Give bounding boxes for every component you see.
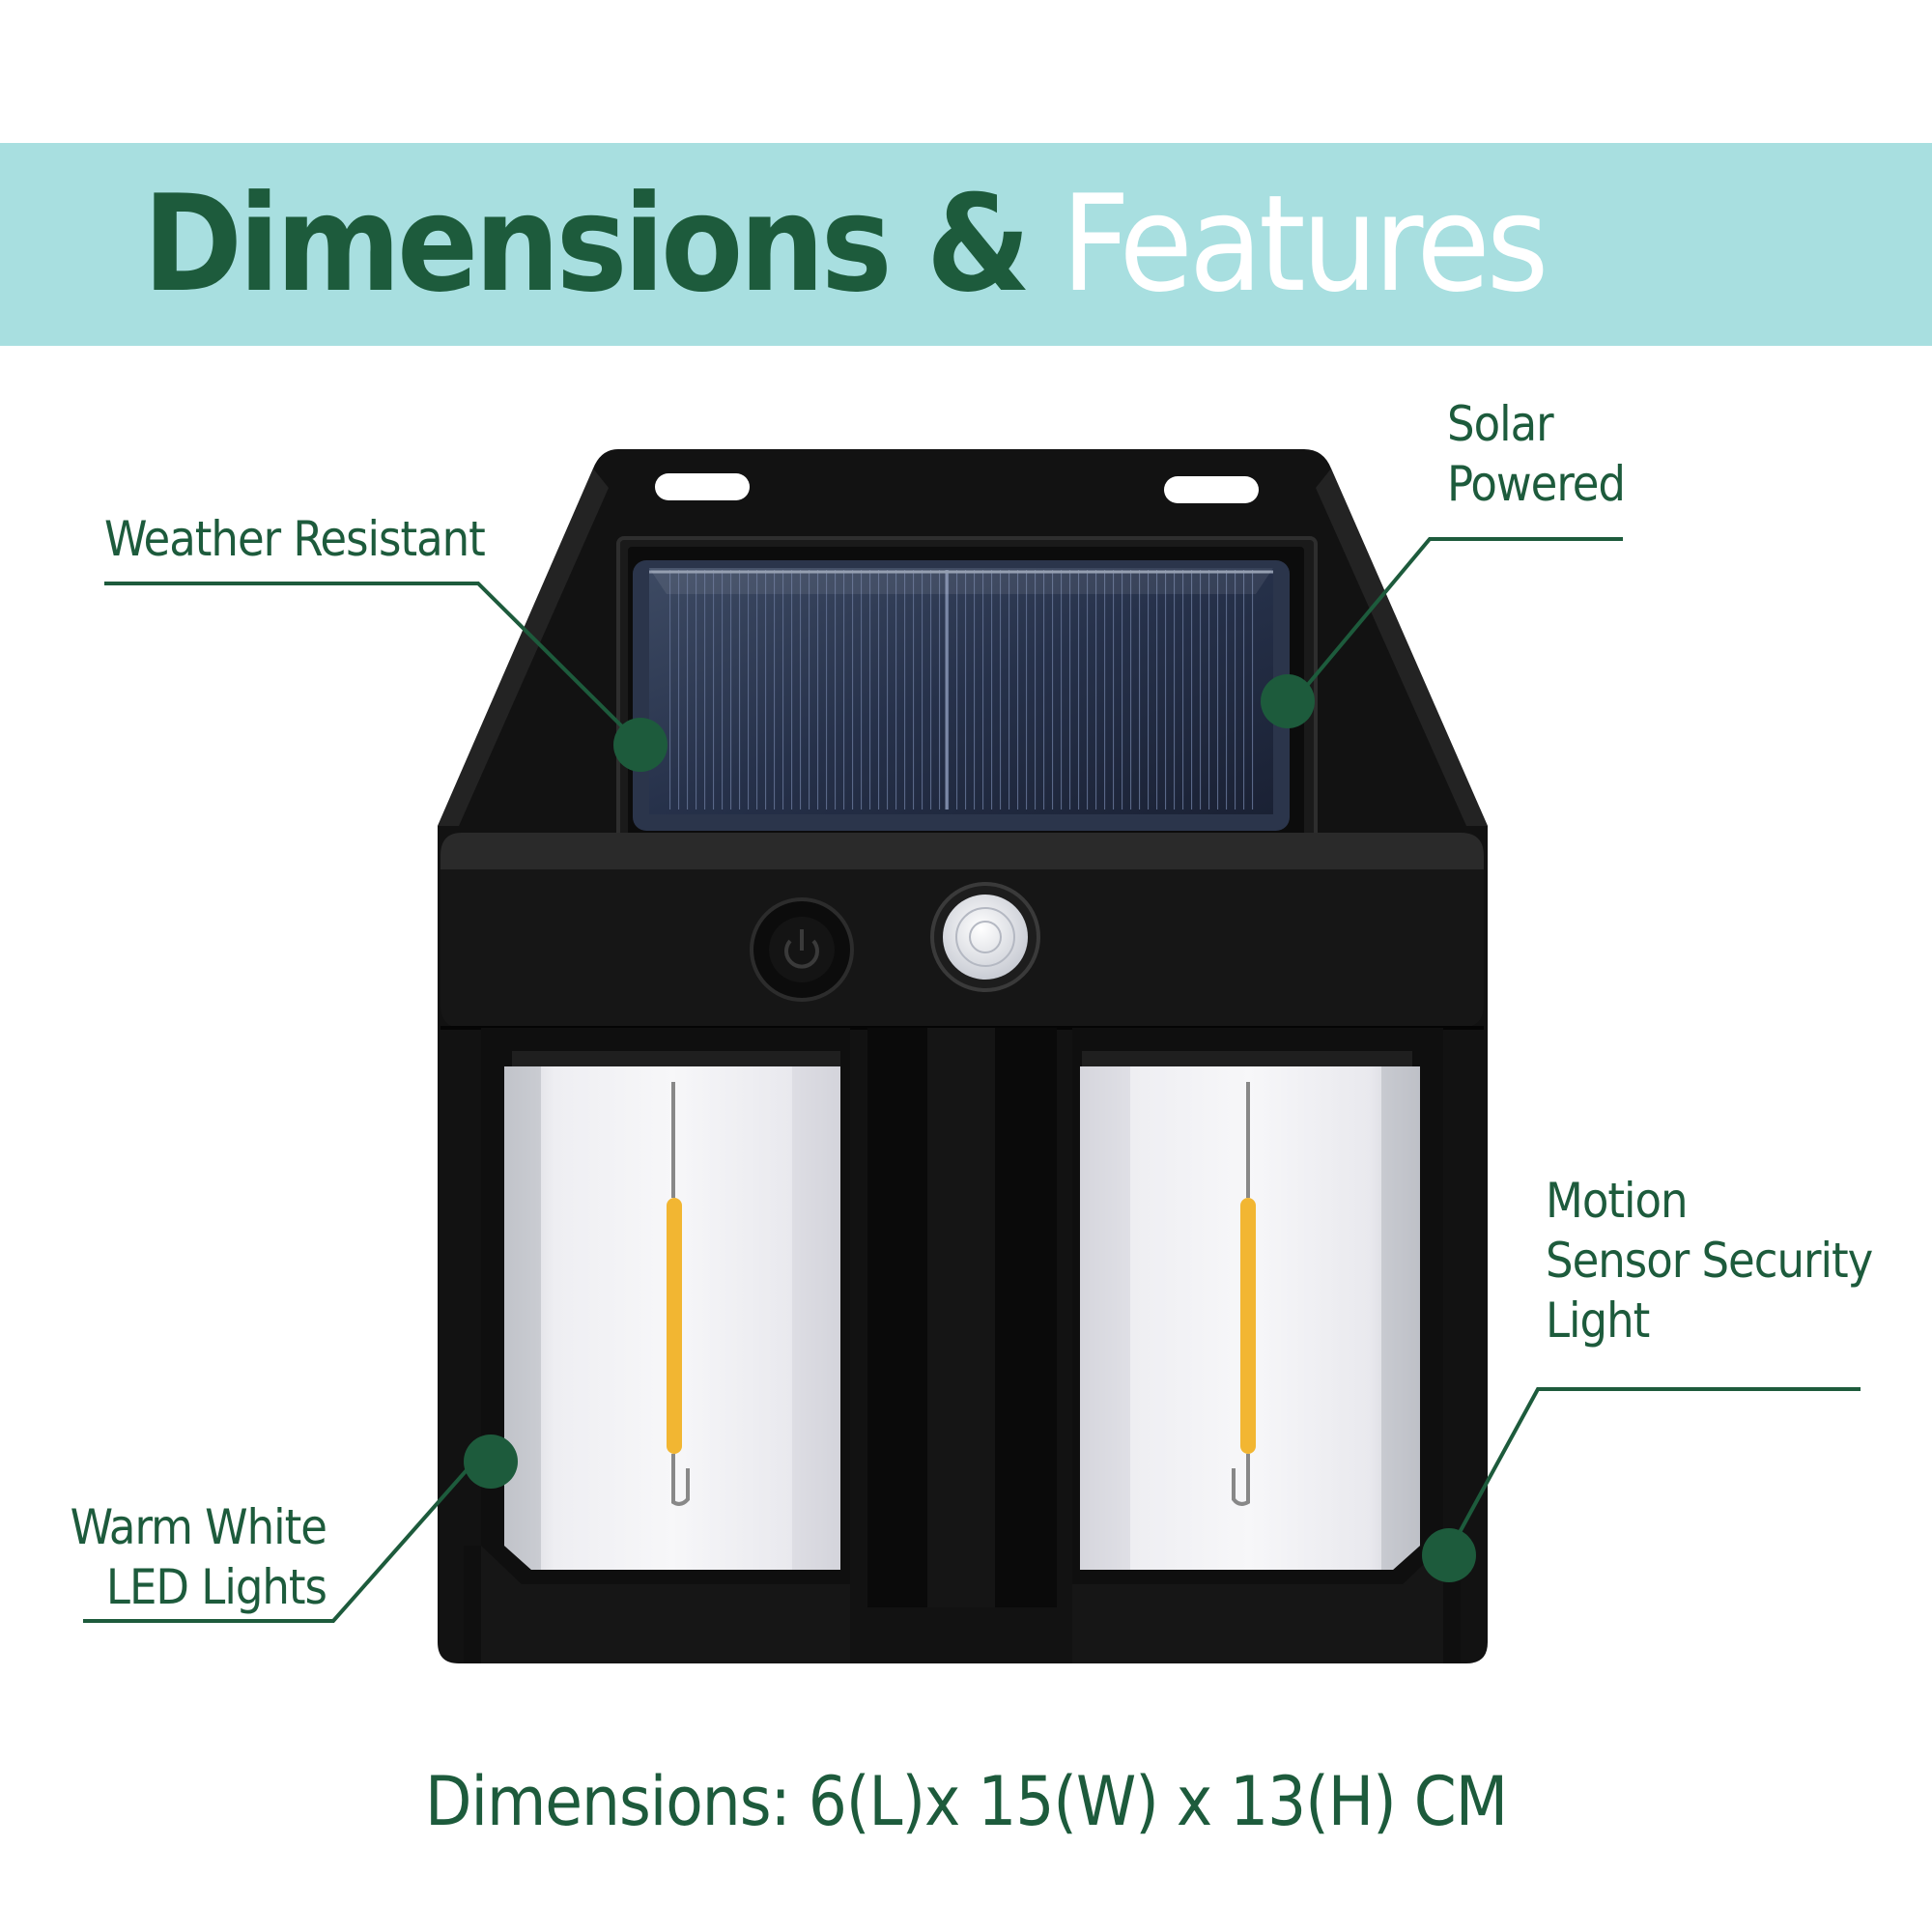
mounting-slot-left [655, 473, 750, 500]
label-motion-line2: Sensor Security [1546, 1233, 1873, 1289]
callout-dot-solar [1261, 674, 1315, 728]
callout-lines [83, 537, 1861, 1623]
callout-dot-weather [613, 718, 668, 772]
title-light: Features [1061, 166, 1549, 322]
label-motion-line3: Light [1546, 1293, 1650, 1349]
title-banner [0, 143, 1932, 346]
label-solar-line2: Powered [1447, 456, 1626, 512]
label-weather-resistant: Weather Resistant [104, 511, 486, 567]
label-motion-line1: Motion [1546, 1173, 1689, 1229]
label-motion-sensor: Motion Sensor Security Light [1546, 1171, 1873, 1350]
led-filament-right [1240, 1198, 1256, 1454]
label-solar-powered: Solar Powered [1447, 394, 1626, 514]
page-title: Dimensions & Features [143, 162, 1549, 327]
mounting-slot-right [1164, 476, 1259, 503]
callout-dot-motion [1422, 1528, 1476, 1582]
motion-sensor-icon [930, 882, 1040, 992]
label-warm-line2: LED Lights [105, 1559, 327, 1615]
solar-panel [633, 560, 1290, 831]
power-button-icon [750, 897, 854, 1002]
left-lamp [464, 1028, 850, 1663]
led-filament-left [667, 1198, 682, 1454]
label-warm-white: Warm White LED Lights [71, 1497, 327, 1617]
title-bold: Dimensions & [143, 166, 1031, 322]
label-warm-line1: Warm White [70, 1499, 327, 1555]
callout-dot-warm [464, 1435, 518, 1489]
right-lamp [1072, 1028, 1461, 1663]
label-solar-line1: Solar [1447, 396, 1554, 452]
dimensions-text: Dimensions: 6(L)x 15(W) x 13(H) CM [424, 1762, 1508, 1841]
